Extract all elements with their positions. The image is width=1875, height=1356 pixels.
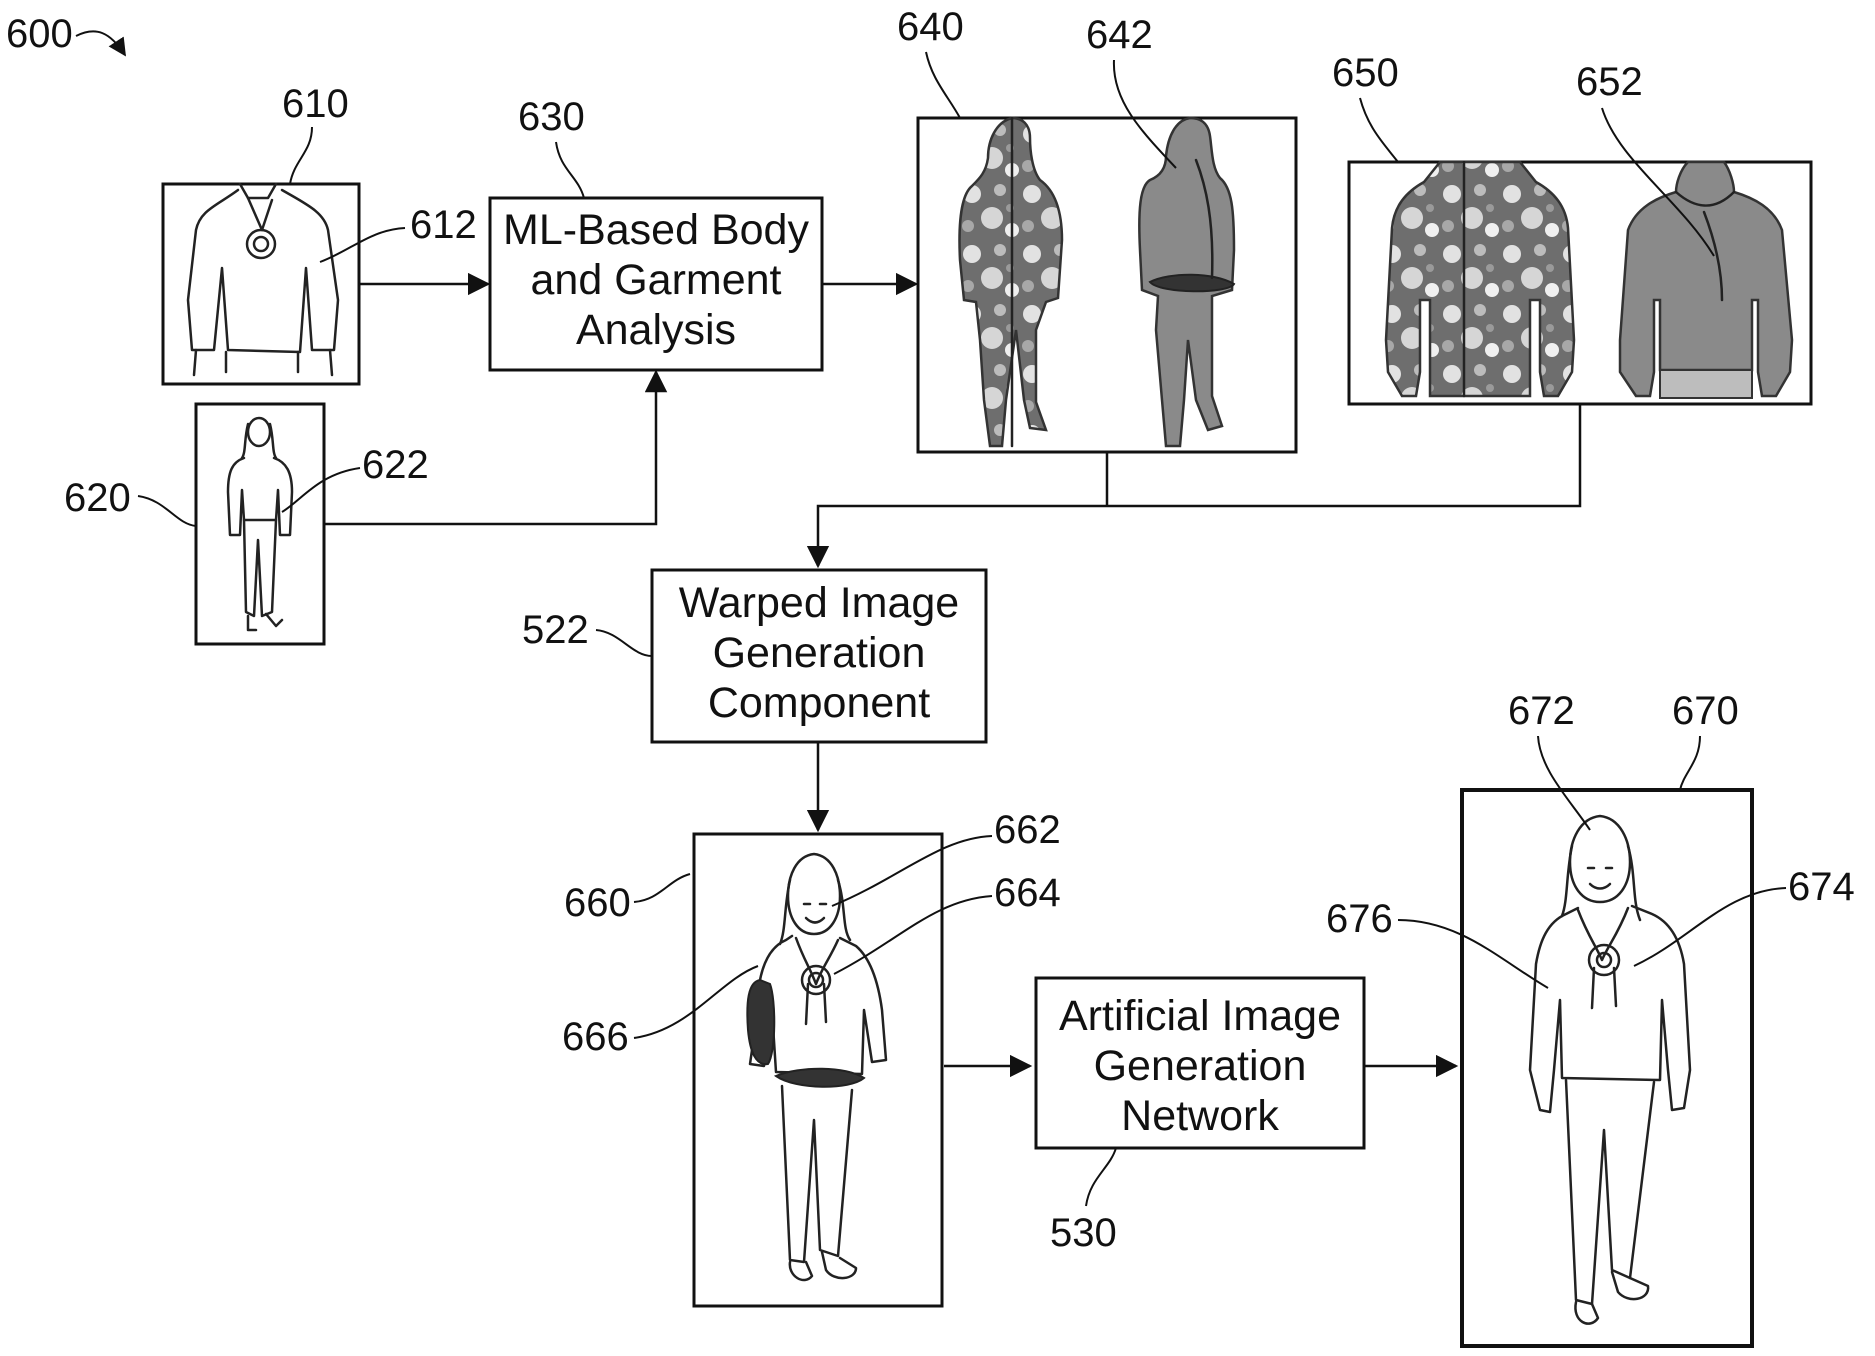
warped-box-line-2: Generation	[713, 629, 926, 677]
person-image	[194, 402, 326, 646]
artificial-box-leader	[1085, 1147, 1117, 1207]
output-image-part-leader-3	[1397, 919, 1549, 989]
warped-image	[692, 832, 944, 1308]
artificial-box-line-3: Network	[1121, 1092, 1279, 1140]
warped-image-part-ref-1: 662	[994, 808, 1061, 852]
garment-segmentation-part-leader	[1601, 107, 1715, 257]
warped-image-part-ref-3: 666	[562, 1015, 629, 1059]
person-part-ref: 622	[362, 443, 429, 487]
garment-segmentation-leader	[1359, 97, 1399, 163]
person-image-leader	[137, 495, 197, 527]
garment-part-leader	[319, 227, 406, 263]
output-image-leader	[1679, 735, 1701, 791]
warped-image-ref: 660	[564, 881, 631, 925]
body-segmentation-part-ref: 642	[1086, 13, 1153, 57]
connector-segmentations-to-warped	[818, 404, 1582, 566]
warped-image-part-ref-2: 664	[994, 871, 1061, 915]
garment-image-ref: 610	[282, 82, 349, 126]
garment-image-leader	[289, 126, 313, 185]
warped-image-part-leader-2	[833, 895, 993, 975]
output-image	[1460, 788, 1754, 1348]
warped-image-part-leader-3	[633, 965, 759, 1039]
output-image-part-ref-2: 674	[1788, 865, 1855, 909]
artificial-box-line-2: Generation	[1094, 1042, 1307, 1090]
analysis-box-line-2: and Garment	[531, 256, 782, 304]
warped-box-ref: 522	[522, 608, 589, 652]
warped-box-line-1: Warped Image	[679, 579, 959, 627]
output-image-ref: 670	[1672, 689, 1739, 733]
garment-image	[161, 182, 361, 386]
body-segmentation-image	[916, 116, 1298, 454]
output-image-part-ref-3: 676	[1326, 897, 1393, 941]
garment-segmentation-ref: 650	[1332, 51, 1399, 95]
artificial-box-line-1: Artificial Image	[1059, 992, 1341, 1040]
output-image-part-leader-2	[1633, 887, 1787, 967]
output-image-part-ref-1: 672	[1508, 689, 1575, 733]
arrow-person-to-analysis	[324, 369, 668, 526]
analysis-box-ref: 630	[518, 95, 585, 139]
figure-number-arrow	[75, 30, 126, 57]
body-segmentation-part-leader	[1112, 59, 1177, 169]
garment-part-ref: 612	[410, 203, 477, 247]
output-image-part-leader-1	[1537, 735, 1591, 831]
warped-image-leader	[633, 873, 691, 903]
body-segmentation-leader	[925, 51, 961, 119]
warped-box-leader	[595, 629, 653, 657]
figure-number: 600	[6, 12, 73, 56]
person-image-ref: 620	[64, 476, 131, 520]
analysis-box-line-1: ML-Based Body	[503, 206, 809, 254]
garment-segmentation-part-ref: 652	[1576, 60, 1643, 104]
garment-segmentation-image	[1347, 160, 1813, 406]
warped-box-line-3: Component	[708, 679, 930, 727]
artificial-box-ref: 530	[1050, 1211, 1117, 1255]
body-segmentation-ref: 640	[897, 5, 964, 49]
analysis-box-leader	[555, 141, 585, 199]
person-part-leader	[281, 467, 361, 513]
artificial-box	[1034, 976, 1366, 1150]
analysis-box-line-3: Analysis	[576, 306, 736, 354]
warped-image-part-leader-1	[831, 835, 993, 907]
